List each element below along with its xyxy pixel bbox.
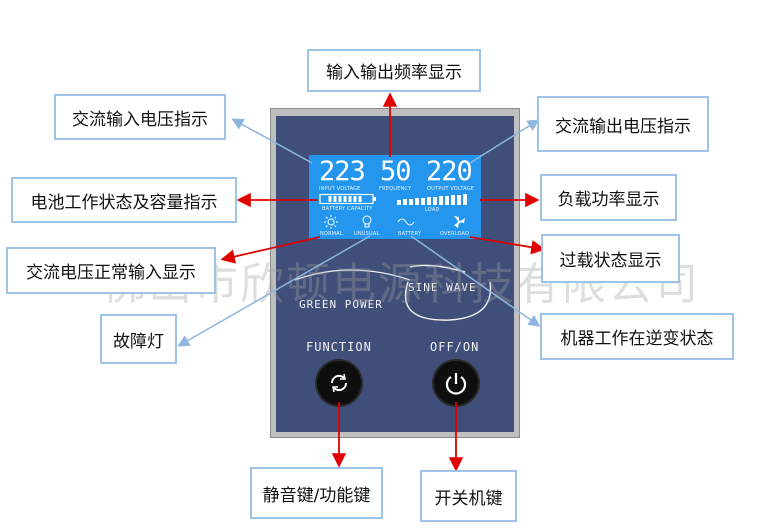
function-button[interactable] — [317, 361, 361, 405]
output-voltage-label: OUTPUT VOLTAGE — [427, 186, 475, 192]
overload-label: OVERLOAD — [440, 231, 470, 237]
load-bars — [397, 194, 467, 205]
lcd-display: 223 50 220 INPUT VOLTAGE FREQUENCY OUTPU… — [309, 155, 481, 239]
sun-icon — [324, 215, 338, 229]
input-voltage-label: INPUT VOLTAGE — [319, 186, 361, 192]
callout-mute-function-key: 静音键/功能键 — [250, 467, 383, 519]
green-power-label: GREEN POWER — [299, 298, 383, 311]
pointer-fault — [177, 235, 371, 347]
arrow-ac-normal — [220, 236, 321, 264]
mute-function-icon — [330, 373, 348, 393]
output-voltage-value: 220 — [426, 156, 473, 187]
pointer-ac-out — [469, 119, 540, 164]
callout-overload: 过载状态显示 — [541, 234, 680, 283]
callout-fault-light: 故障灯 — [100, 314, 177, 364]
normal-label: NORMAL — [320, 231, 343, 237]
power-icon — [445, 373, 467, 395]
callout-load-power: 负载功率显示 — [540, 174, 677, 221]
callout-inverter-state: 机器工作在逆变状态 — [540, 313, 734, 360]
fan-icon — [454, 216, 465, 228]
callout-frequency: 输入输出频率显示 — [307, 49, 481, 92]
offon-label: OFF/ON — [430, 340, 480, 354]
frequency-value: 50 — [380, 156, 412, 187]
battery-icon — [319, 193, 376, 205]
callout-ac-input-voltage: 交流输入电压指示 — [54, 94, 226, 140]
callout-power-key: 开关机键 — [420, 470, 517, 522]
power-button[interactable] — [434, 361, 478, 405]
callout-battery-status: 电池工作状态及容量指示 — [11, 177, 237, 223]
function-label: FUNCTION — [306, 340, 372, 354]
unusual-label: UNUSUAL — [354, 231, 380, 237]
battery-status-label: BATTERY — [398, 231, 422, 237]
frequency-label: FREQUENCY — [379, 186, 412, 192]
sine-wave-label: SINE WAVE — [408, 281, 477, 294]
load-label: LOAD — [425, 207, 440, 213]
bulb-icon — [362, 215, 372, 228]
sine-icon — [397, 218, 415, 226]
callout-ac-output-voltage: 交流输出电压指示 — [537, 96, 709, 152]
callout-ac-normal-input: 交流电压正常输入显示 — [6, 247, 216, 294]
input-voltage-value: 223 — [319, 156, 366, 187]
arrow-overload — [469, 236, 546, 255]
pointer-ac-in — [231, 118, 313, 164]
pointer-inverter — [410, 235, 541, 327]
battery-capacity-label: BATTERY CAPACITY — [322, 206, 373, 212]
